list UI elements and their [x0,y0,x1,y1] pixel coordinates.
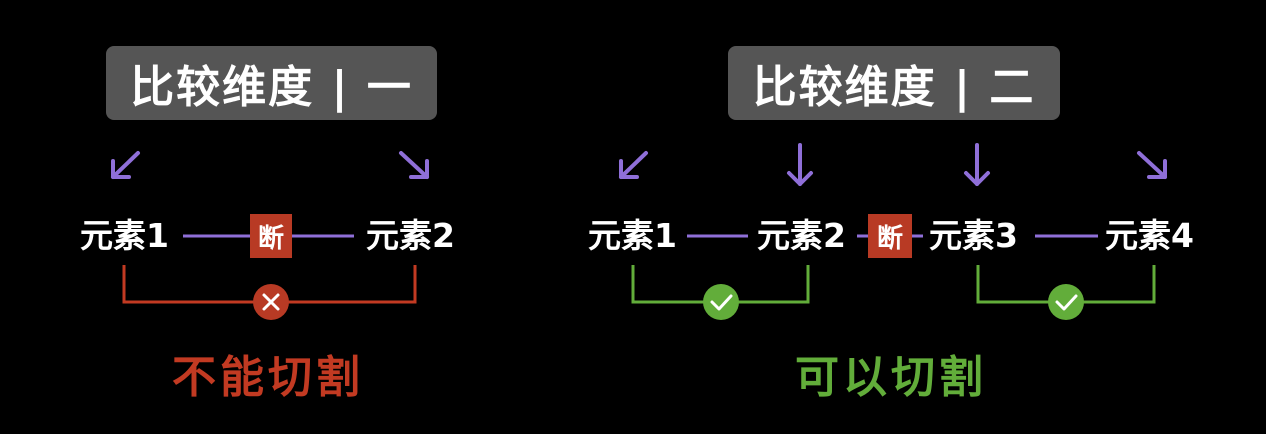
arrow-down-right-icon [1137,151,1167,179]
verdict-can-split: 可以切割 [795,352,987,403]
check-icon [1048,284,1084,320]
left-element-2: 元素2 [366,216,455,255]
right-element-4: 元素4 [1105,216,1194,255]
title-dimension-two: 比较维度 | 二 [728,46,1060,120]
verdict-cannot-split: 不能切割 [172,352,364,403]
right-element-3: 元素3 [929,216,1018,255]
arrow-down-left-icon [619,151,648,179]
title-dimension-one: 比较维度 | 一 [106,46,437,120]
left-element-1: 元素1 [80,216,169,255]
right-element-1: 元素1 [588,216,677,255]
arrow-down-icon [787,143,813,186]
arrow-down-right-icon [399,151,429,179]
check-icon [703,284,739,320]
cross-icon [253,284,289,320]
title-dimension-one-text: 比较维度 | 一 [130,62,413,113]
break-marker-right: 断 [868,214,912,258]
title-dimension-two-text: 比较维度 | 二 [752,62,1036,113]
right-element-2: 元素2 [757,216,846,255]
arrow-down-left-icon [111,151,140,179]
arrow-down-icon [964,143,990,186]
break-marker-left: 断 [250,214,292,258]
